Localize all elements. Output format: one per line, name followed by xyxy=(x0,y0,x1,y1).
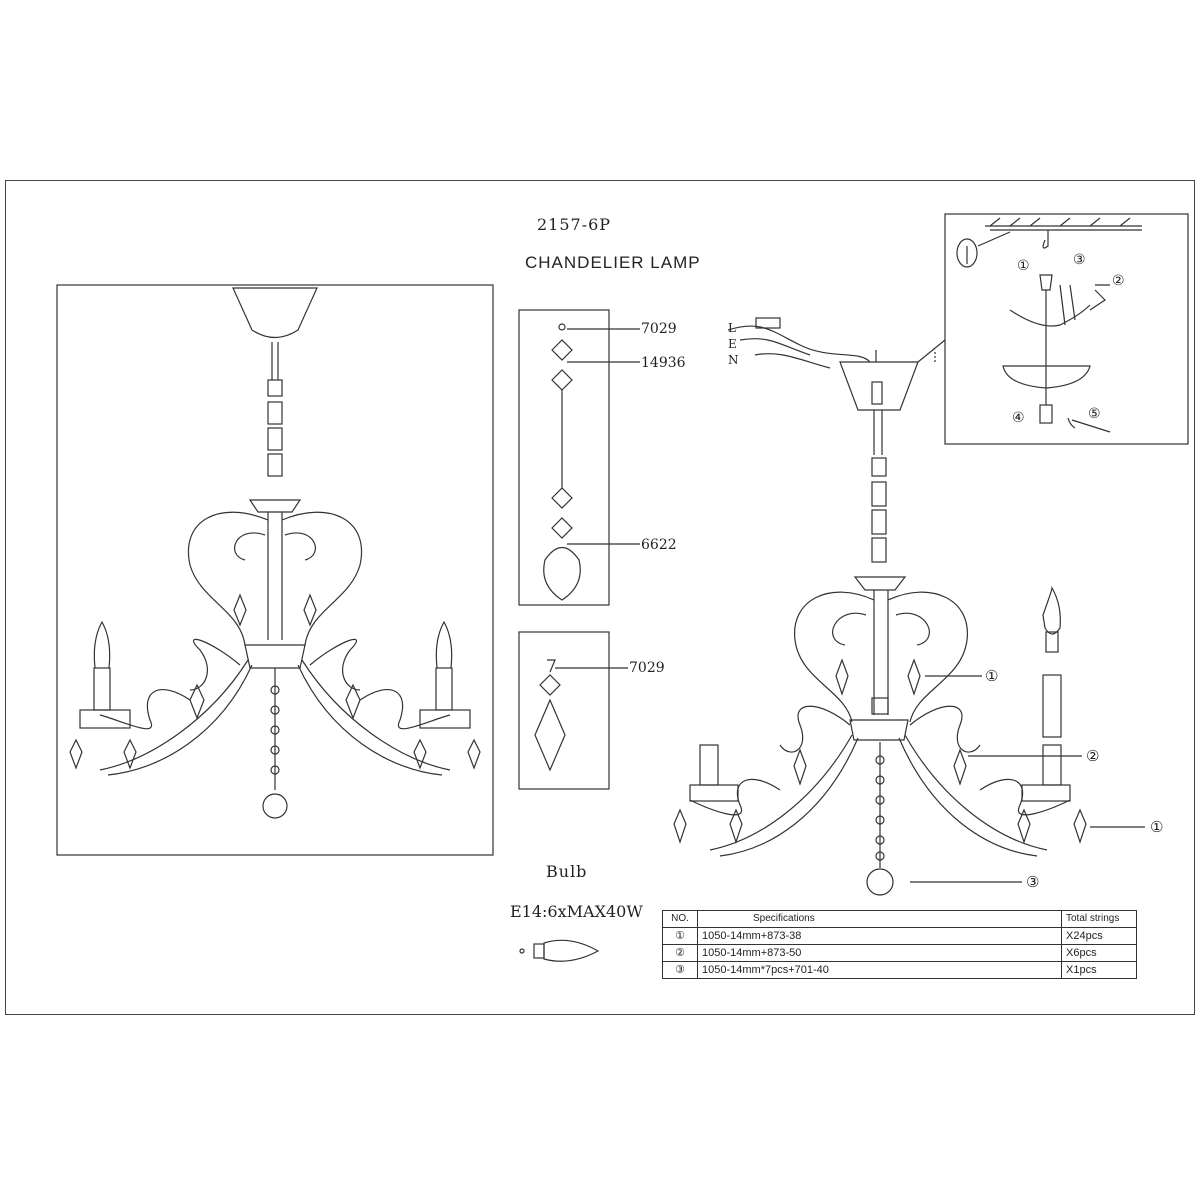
left-chandelier-drawing xyxy=(69,287,481,819)
crystal-strand-detail xyxy=(543,323,640,601)
header-specifications: Specifications xyxy=(697,910,1062,928)
row-spec: 1050-14mm*7pcs+701-40 xyxy=(697,961,1062,979)
install-step-3: ③ xyxy=(1073,252,1086,268)
part-code-label: 7029 xyxy=(629,660,665,676)
row-spec: 1050-14mm+873-50 xyxy=(697,944,1062,962)
drawing-title: CHANDELIER LAMP xyxy=(525,253,701,272)
install-step-1: ① xyxy=(1017,258,1030,274)
table-header-row: NO. Specifications Total strings xyxy=(662,910,1137,928)
drop-detail-box xyxy=(518,631,610,790)
header-total-strings: Total strings xyxy=(1061,910,1137,928)
front-view-frame xyxy=(56,284,494,856)
crystal-strand-detail-box xyxy=(518,309,610,606)
install-step-5: ⑤ xyxy=(1088,406,1101,422)
drawing-frame xyxy=(5,180,1195,1015)
callout-1: ① xyxy=(1150,818,1164,836)
table-row: ① 1050-14mm+873-38 X24pcs xyxy=(662,927,1137,945)
callout-1: ① xyxy=(985,667,999,685)
part-code-label: 7029 xyxy=(641,321,677,337)
row-spec: 1050-14mm+873-38 xyxy=(697,927,1062,945)
install-step-2: ② xyxy=(1112,273,1125,289)
table-row: ② 1050-14mm+873-50 X6pcs xyxy=(662,944,1137,962)
bulb-heading: Bulb xyxy=(546,862,588,881)
wire-label-neutral: N xyxy=(728,353,739,367)
header-no: NO. xyxy=(662,910,698,928)
wire-label-live: L xyxy=(728,321,736,335)
right-chandelier-drawing xyxy=(673,317,1145,896)
part-code-label: 14936 xyxy=(641,355,686,371)
model-number: 2157-6P xyxy=(537,215,612,234)
installation-detail-box xyxy=(944,213,1189,445)
row-no: ② xyxy=(662,944,698,962)
bulb-illustration xyxy=(519,939,600,962)
row-total: X1pcs xyxy=(1061,961,1137,979)
row-no: ③ xyxy=(662,961,698,979)
row-no: ① xyxy=(662,927,698,945)
row-total: X24pcs xyxy=(1061,927,1137,945)
callout-3: ③ xyxy=(1026,873,1040,891)
wire-label-earth: E xyxy=(728,337,737,351)
installation-detail xyxy=(917,217,1142,433)
bulb-spec: E14:6xMAX40W xyxy=(510,902,643,921)
row-total: X6pcs xyxy=(1061,944,1137,962)
install-step-4: ④ xyxy=(1012,410,1025,426)
specification-table: NO. Specifications Total strings ① 1050-… xyxy=(662,910,1137,979)
table-row: ③ 1050-14mm*7pcs+701-40 X1pcs xyxy=(662,961,1137,979)
drop-detail xyxy=(534,659,628,772)
callout-2: ② xyxy=(1086,747,1100,765)
part-code-label: 6622 xyxy=(641,537,677,553)
